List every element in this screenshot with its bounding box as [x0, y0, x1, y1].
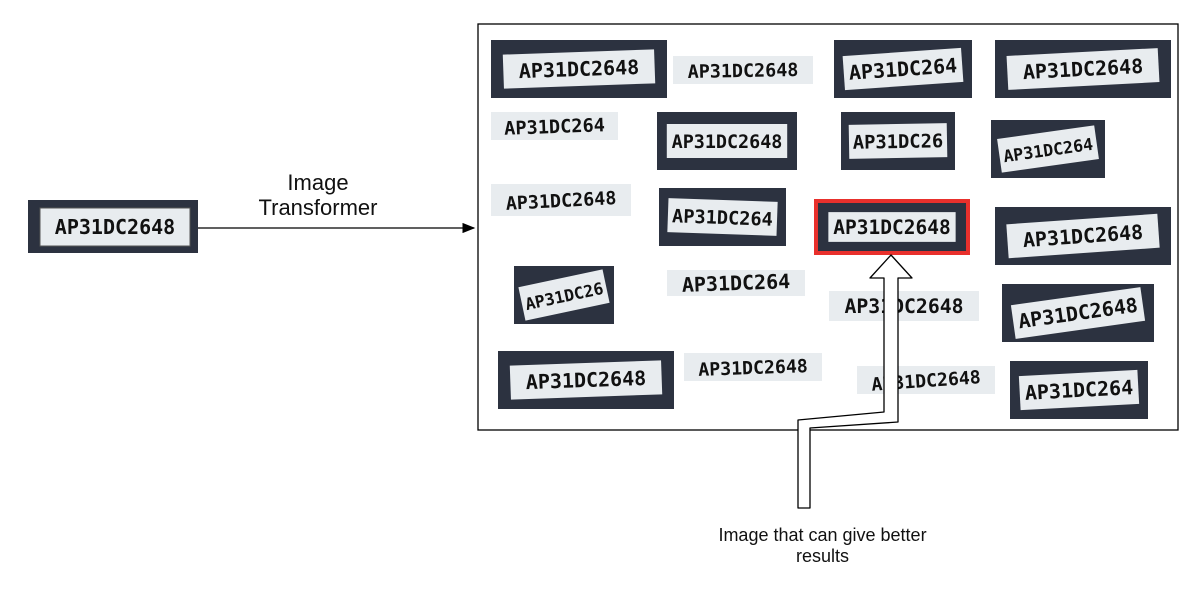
plate-surface	[1010, 287, 1146, 339]
plate-surface	[839, 296, 969, 316]
plate-text: AP31DC264	[681, 269, 790, 297]
plate-text: AP31DC264	[1024, 375, 1133, 405]
plate-image: AP31DC264	[659, 188, 786, 246]
input-plate-image: AP31DC2648	[28, 200, 198, 253]
plate-text: AP31DC2648	[844, 295, 963, 318]
plate-image: AP31DC2648	[657, 112, 797, 170]
plate-surface	[518, 269, 610, 321]
selected-plate-highlight	[814, 199, 970, 255]
plate-image: AP31DC264	[834, 40, 972, 98]
plate-surface	[509, 360, 663, 400]
plate-image: AP31DC2648	[491, 184, 631, 216]
plate-text: AP31DC2648	[525, 366, 646, 394]
plate-surface	[1006, 48, 1160, 90]
plate-surface	[499, 115, 610, 137]
plate-image: AP31DC2648	[995, 40, 1171, 98]
plate-image: AP31DC2648	[995, 207, 1171, 265]
plate-image: AP31DC2648	[1002, 284, 1154, 342]
plate-image: AP31DC2648	[673, 56, 813, 84]
input-plate-text: AP31DC2648	[55, 215, 175, 239]
plate-surface	[676, 272, 796, 294]
plate-surface	[666, 124, 788, 158]
selected-image-caption: Image that can give better results	[690, 525, 955, 566]
plate-surface	[842, 47, 964, 91]
transformer-label: Image Transformer	[238, 170, 398, 221]
plate-surface	[1006, 213, 1160, 259]
plate-image: AP31DC26	[514, 266, 614, 324]
plate-text: AP31DC2648	[833, 216, 950, 239]
plate-surface	[500, 186, 622, 214]
plate-image: AP31DC2648	[498, 351, 674, 409]
plate-image: AP31DC264	[991, 120, 1105, 178]
plate-surface	[502, 49, 656, 89]
plate-image: AP31DC26	[841, 112, 955, 170]
plate-image: AP31DC264	[491, 112, 618, 140]
plate-surface	[682, 60, 804, 80]
plate-text: AP31DC264	[504, 115, 605, 140]
plate-text: AP31DC264	[672, 206, 773, 231]
plate-text: AP31DC2648	[698, 356, 808, 381]
plate-text: AP31DC2648	[687, 60, 798, 83]
plate-image: AP31DC264	[1010, 361, 1148, 419]
caption-line2: results	[795, 545, 849, 566]
selection-pointer-arrow	[797, 254, 913, 509]
caption-line1: Image that can give better	[718, 525, 927, 545]
plate-surface	[828, 212, 956, 242]
plate-text: AP31DC2648	[672, 132, 783, 153]
plate-surface	[848, 123, 948, 159]
plate-surface	[667, 198, 778, 236]
plate-text: AP31DC2648	[518, 55, 639, 83]
plate-surface	[997, 125, 1099, 173]
plate-image: AP31DC2648	[814, 199, 970, 255]
plate-image: AP31DC2648	[684, 353, 822, 381]
plate-surface	[1018, 369, 1140, 411]
plate-surface	[693, 356, 813, 378]
transformer-label-line2: Transformer	[258, 195, 378, 221]
plate-image: AP31DC2648	[491, 40, 667, 98]
plate-image: AP31DC264	[667, 269, 805, 297]
transformer-label-line1: Image	[287, 170, 349, 195]
plate-image: AP31DC2648	[857, 366, 995, 396]
plate-image: AP31DC2648	[829, 291, 979, 321]
plate-text: AP31DC26	[853, 131, 944, 154]
